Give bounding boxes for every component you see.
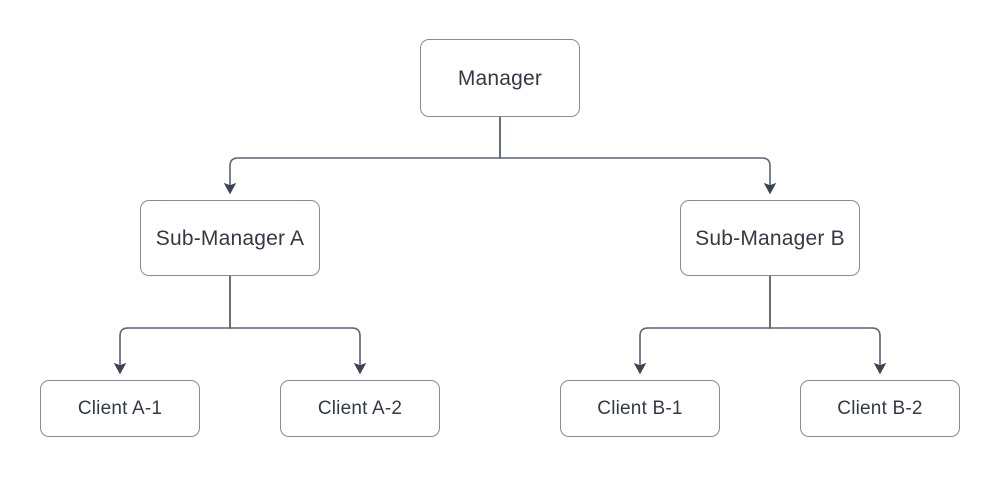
node-client-a-2-label: Client A-2 — [317, 398, 403, 419]
node-sub-manager-b-label: Sub-Manager B — [695, 226, 845, 250]
edge-sub-a-client-a-1 — [113, 276, 231, 375]
node-client-b-1-label: Client B-1 — [597, 398, 683, 419]
node-client-b-1[interactable]: Client B-1 — [560, 380, 720, 437]
node-client-b-2-label: Client B-2 — [837, 398, 923, 419]
node-sub-manager-a[interactable]: Sub-Manager A — [140, 200, 320, 276]
edge-sub-a-client-a-2 — [229, 276, 367, 375]
edge-manager-sub-a — [223, 117, 501, 195]
node-manager-label: Manager — [457, 66, 543, 90]
node-client-b-2[interactable]: Client B-2 — [800, 380, 960, 437]
node-client-a-1-label: Client A-1 — [77, 398, 163, 419]
edge-manager-sub-b — [499, 117, 777, 195]
edge-sub-b-client-b-1 — [633, 276, 771, 375]
node-client-a-1[interactable]: Client A-1 — [40, 380, 200, 437]
node-sub-manager-a-label: Sub-Manager A — [155, 226, 305, 250]
node-sub-manager-b[interactable]: Sub-Manager B — [680, 200, 860, 276]
node-client-a-2[interactable]: Client A-2 — [280, 380, 440, 437]
edge-sub-b-client-b-2 — [769, 276, 887, 375]
node-manager[interactable]: Manager — [420, 39, 580, 117]
